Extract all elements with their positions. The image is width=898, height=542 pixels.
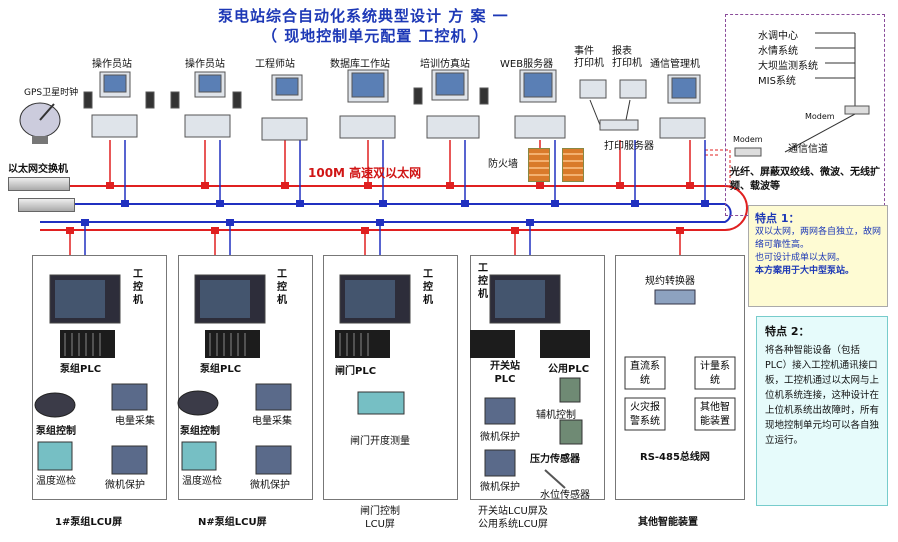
switch-unit-1 — [8, 177, 70, 191]
lcu2-footer: N#泵组LCU屏 — [198, 517, 267, 528]
station-label-3: 数据库工作站 — [330, 59, 390, 70]
channel-label: 通信信道 — [788, 144, 828, 155]
lcu1-plc-label: 泵组PLC — [60, 364, 102, 375]
media-label: 光纤、屏蔽双绞线、微波、无线扩频、载波等 — [730, 167, 880, 192]
modem-label-1: Modem — [805, 112, 835, 121]
firewall-icon-1 — [528, 148, 550, 182]
lcu1-footer: 1#泵组LCU屏 — [55, 517, 123, 528]
station-label-4: 培训仿真站 — [420, 59, 470, 70]
note-1-line2: 也可设计成单以太网。 — [755, 253, 846, 263]
station-computers — [83, 69, 706, 141]
station-label-7: 报表 打印机 — [612, 46, 642, 69]
lcu3-footer: 闸门控制 LCU屏 — [360, 506, 400, 530]
lcu4-item-0: 辅机控制 — [536, 410, 576, 421]
remote-item-3: MIS系统 — [758, 76, 796, 87]
modem-label-2: Modem — [733, 135, 763, 144]
lcu1-ipc-label: 工控机 — [133, 269, 143, 306]
note-2: 特点 2： 将各种智能设备（包括 PLC）接入工控机通讯接口板，工控机通过以太网… — [756, 316, 888, 506]
note-2-title: 特点 2： — [765, 325, 810, 338]
gps-dish-icon — [19, 102, 61, 144]
gps-label: GPS卫星时钟 — [24, 88, 79, 98]
station-label-2: 工程师站 — [255, 59, 295, 70]
lcu1-item-3: 微机保护 — [105, 480, 145, 491]
diagram-title-line1: 泵电站综合自动化系统典型设计 方 案 一 — [218, 7, 509, 25]
lcu2-item-2: 温度巡检 — [182, 476, 222, 487]
station-label-5: WEB服务器 — [500, 59, 554, 70]
lcu4-item-1: 微机保护 — [480, 432, 520, 443]
other-devices-footer: 其他智能装置 — [638, 517, 698, 528]
other-item-1: 计量系统 — [700, 361, 730, 386]
lcu4-item-4: 水位传感器 — [540, 490, 590, 501]
lcu2-ipc-label: 工控机 — [277, 269, 287, 306]
lcu2-item-3: 微机保护 — [250, 480, 290, 491]
station-label-6: 事件 打印机 — [574, 46, 604, 69]
lcu2-item-0: 电量采集 — [252, 416, 292, 427]
remote-wiring — [734, 32, 870, 157]
firewall-icon-2 — [562, 148, 584, 182]
lcu4-item-3: 微机保护 — [480, 482, 520, 493]
note-1-body: 双以太网，两网各自独立，故网络可靠性高。 — [755, 227, 882, 250]
print-server-label: 打印服务器 — [604, 141, 654, 152]
lcu1-item-2: 温度巡检 — [36, 476, 76, 487]
lcu2-item-1: 泵组控制 — [180, 426, 220, 437]
rs485-label: RS-485总线网 — [640, 452, 710, 463]
station-label-0: 操作员站 — [92, 59, 132, 70]
remote-item-0: 水调中心 — [758, 31, 798, 42]
lcu1-item-0: 电量采集 — [115, 416, 155, 427]
lcu4-plc2-label: 公用PLC — [548, 364, 590, 375]
lcu4-ipc-label: 工控机 — [478, 263, 488, 300]
firewall-label: 防火墙 — [488, 159, 518, 170]
station-label-1: 操作员站 — [185, 59, 225, 70]
other-item-2: 火灾报警系统 — [630, 402, 660, 427]
remote-item-1: 水情系统 — [758, 46, 798, 57]
note-1-title: 特点 1： — [755, 212, 800, 225]
remote-item-2: 大坝监测系统 — [758, 61, 818, 72]
lcu1-item-1: 泵组控制 — [36, 426, 76, 437]
lcu2-plc-label: 泵组PLC — [200, 364, 242, 375]
other-item-3: 其他智能装置 — [700, 402, 730, 427]
switch-unit-2 — [18, 198, 75, 212]
switch-label: 以太网交换机 — [8, 164, 68, 175]
lcu4-plc-label: 开关站 PLC — [490, 361, 520, 385]
note-1-line3: 本方案用于大中型泵站。 — [755, 266, 855, 276]
diagram-title-line2: （ 现地控制单元配置 工控机 ） — [262, 27, 489, 45]
lcu3-plc-label: 闸门PLC — [335, 366, 377, 377]
lcu4-item-2: 压力传感器 — [530, 454, 580, 465]
note-2-body: 将各种智能设备（包括 PLC）接入工控机通讯接口板，工控机通过以太网与上位机系统… — [765, 345, 880, 446]
lcu4-footer: 开关站LCU屏及 公用系统LCU屏 — [478, 506, 548, 530]
lcu3-ipc-label: 工控机 — [423, 269, 433, 306]
station-label-8: 通信管理机 — [650, 59, 700, 70]
lcu3-item-0: 闸门开度测量 — [350, 436, 410, 447]
note-1: 特点 1： 双以太网，两网各自独立，故网络可靠性高。 也可设计成单以太网。 本方… — [748, 205, 888, 307]
converter-label: 规约转换器 — [645, 276, 695, 287]
other-item-0: 直流系统 — [630, 361, 660, 386]
ethernet-label: 100M 高速双以太网 — [308, 166, 422, 180]
